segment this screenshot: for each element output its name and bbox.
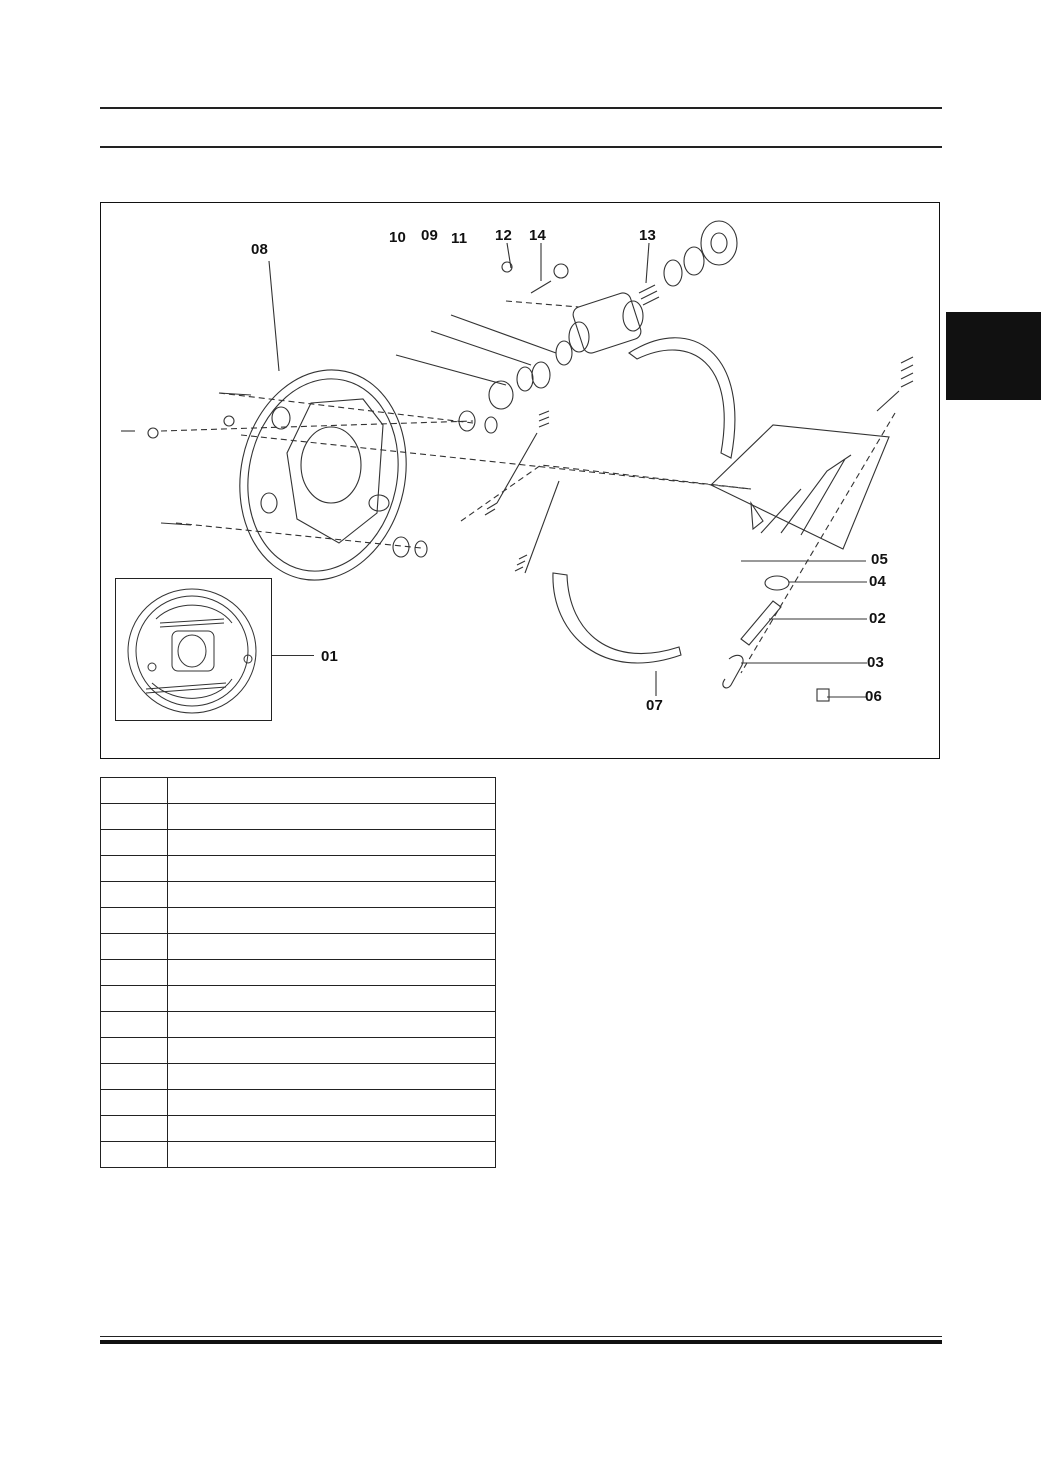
part-number-cell — [100, 933, 168, 960]
table-row — [100, 933, 496, 960]
part-number-cell — [100, 829, 168, 856]
callout-14: 14 — [529, 227, 547, 244]
table-row — [100, 881, 496, 908]
callout-09: 09 — [421, 227, 439, 244]
callout-07: 07 — [646, 697, 664, 714]
part-number-cell — [100, 1115, 168, 1142]
part-name-cell — [167, 959, 496, 986]
inset-leader — [272, 655, 314, 656]
table-row — [100, 985, 496, 1012]
table-row — [100, 1141, 496, 1168]
part-number-cell — [100, 1089, 168, 1116]
section-tab — [946, 312, 1041, 400]
table-row — [100, 1063, 496, 1090]
callout-13: 13 — [639, 227, 657, 244]
part-name-cell — [167, 1141, 496, 1168]
exploded-view-drawing — [121, 220, 914, 702]
backing-plate — [239, 369, 407, 581]
table-row — [100, 959, 496, 986]
part-number-cell — [100, 907, 168, 934]
callout-12: 12 — [495, 227, 513, 244]
callout-11: 11 — [451, 230, 468, 247]
part-number-cell — [100, 855, 168, 882]
part-name-cell — [167, 985, 496, 1012]
part-number-cell — [100, 959, 168, 986]
part-number-cell — [100, 1141, 168, 1168]
callout-02: 02 — [869, 610, 887, 627]
parts-table — [100, 777, 496, 1168]
table-row — [100, 777, 496, 804]
table-row — [100, 1089, 496, 1116]
part-number-cell — [100, 985, 168, 1012]
table-row — [100, 855, 496, 882]
part-number-cell — [100, 1037, 168, 1064]
footer-rule-thick — [100, 1340, 942, 1344]
assembled-brake-inset — [115, 578, 272, 721]
part-name-cell — [167, 933, 496, 960]
header-rule-bottom — [100, 146, 942, 148]
part-number-cell — [100, 1011, 168, 1038]
part-name-cell — [167, 881, 496, 908]
table-row — [100, 1011, 496, 1038]
table-row — [100, 1115, 496, 1142]
callout-03: 03 — [867, 654, 885, 671]
part-name-cell — [167, 855, 496, 882]
table-row — [100, 907, 496, 934]
part-name-cell — [167, 829, 496, 856]
footer-rule-thin — [100, 1336, 942, 1337]
part-number-cell — [100, 777, 168, 804]
callout-05: 05 — [871, 551, 889, 568]
callout-06: 06 — [865, 688, 883, 705]
callout-08: 08 — [251, 241, 269, 258]
part-name-cell — [167, 1115, 496, 1142]
callout-01: 01 — [321, 648, 339, 665]
part-name-cell — [167, 1037, 496, 1064]
part-name-cell — [167, 803, 496, 830]
part-name-cell — [167, 1063, 496, 1090]
part-number-cell — [100, 881, 168, 908]
table-row — [100, 829, 496, 856]
table-row — [100, 1037, 496, 1064]
part-name-cell — [167, 1011, 496, 1038]
table-row — [100, 803, 496, 830]
callout-10: 10 — [389, 229, 407, 246]
header-rule-top — [100, 107, 942, 109]
part-name-cell — [167, 777, 496, 804]
part-name-cell — [167, 907, 496, 934]
part-number-cell — [100, 803, 168, 830]
callout-04: 04 — [869, 573, 887, 590]
assembled-brake-drawing — [127, 588, 257, 714]
part-number-cell — [100, 1063, 168, 1090]
part-name-cell — [167, 1089, 496, 1116]
